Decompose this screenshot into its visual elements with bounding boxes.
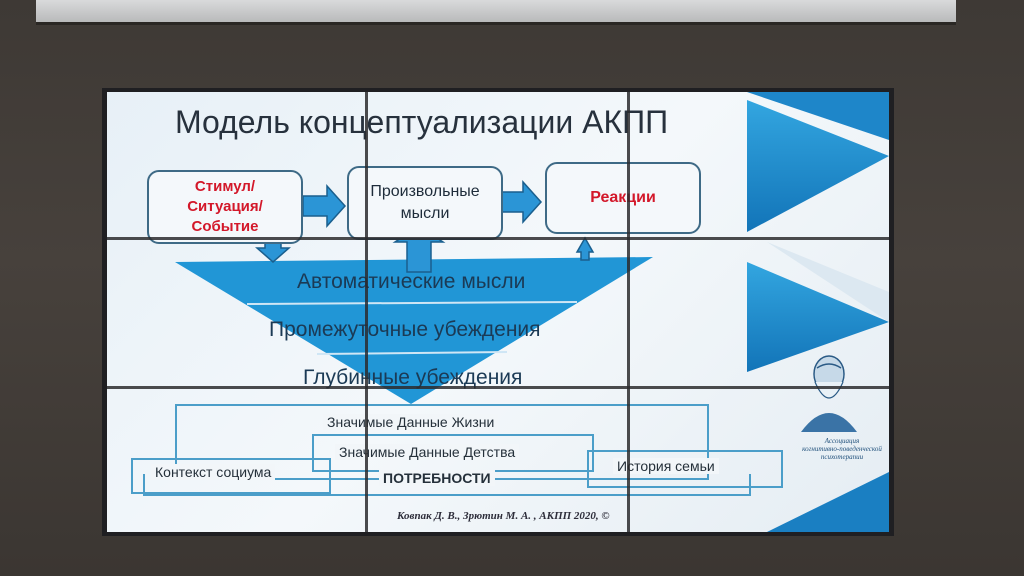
decor-top-band [747,92,889,140]
reactions-box: Реакции [545,162,701,234]
association-line-3: психотерапии [820,453,864,461]
association-caption: Ассоциация когнитивно-поведенческой псих… [787,437,889,461]
life-data-label: Значимые Данные Жизни [323,414,499,430]
thoughts-line-2: мысли [400,205,450,222]
presentation-screen: Модель концептуализации АКПП Стимул/ Сит… [107,92,889,532]
arrow-reactions-up [575,236,595,261]
association-line-2: когнитивно-поведенческой [802,445,882,453]
seam-horizontal-1 [107,237,889,240]
childhood-data-label: Значимые Данные Детства [335,444,520,460]
thoughts-line-1: Произвольные [370,183,480,200]
stimulus-box: Стимул/ Ситуация/ Событие [147,170,303,244]
family-history-frame [587,450,783,488]
needs-label: ПОТРЕБНОСТИ [379,470,495,486]
stimulus-line-2: Ситуация/ [187,198,263,215]
belief-pyramid [175,257,653,404]
level-core-beliefs: Глубинные убеждения [303,366,523,389]
decor-triangle-1 [747,100,889,232]
level-automatic-thoughts: Автоматические мысли [297,270,526,293]
stimulus-line-1: Стимул/ [194,178,256,195]
stimulus-line-3: Событие [191,218,259,235]
seam-vertical-1 [365,92,368,532]
founder-portrait [801,355,857,432]
family-history-label: История семьи [613,458,719,474]
social-context-label: Контекст социума [151,464,276,480]
thoughts-box: Произвольные мысли [347,166,503,240]
seam-horizontal-2 [107,386,889,389]
needs-frame [143,474,751,496]
decor-bottom-band [767,472,889,532]
ceiling-trim [36,0,956,25]
arrow-thoughts-to-reactions [500,180,543,224]
seam-vertical-2 [627,92,630,532]
social-context-frame [131,458,331,494]
arrow-stimulus-to-thoughts [302,184,347,228]
level-intermediate-beliefs: Промежуточные убеждения [269,318,541,341]
association-line-1: Ассоциация [824,437,860,445]
decor-light-wedge [767,242,889,322]
slide-footer: Ковпак Д. В., Зрютин М. А. , АКПП 2020, … [397,510,610,522]
decor-triangle-2 [747,262,889,372]
slide-title: Модель концептуализации АКПП [175,104,669,140]
